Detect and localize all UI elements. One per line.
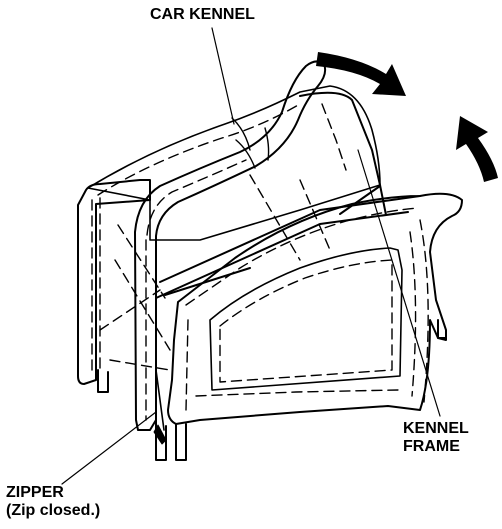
leader-line-zipper — [61, 411, 157, 485]
leader-line-kennel-frame — [357, 149, 441, 417]
label-car-kennel: CAR KENNEL — [150, 6, 255, 23]
kennel-top-fabric — [87, 85, 381, 241]
frame-loop — [134, 60, 327, 431]
label-zipper: ZIPPER (Zip closed.) — [6, 484, 101, 519]
kennel-legs — [97, 319, 447, 461]
zipper — [153, 369, 167, 445]
leader-line-car-kennel — [211, 27, 235, 125]
rotation-arrow-lower-icon — [456, 116, 498, 182]
rotation-arrow-upper-icon — [316, 52, 406, 96]
frame-rods — [99, 174, 421, 371]
front-mesh-window — [209, 247, 403, 391]
label-kennel-frame: KENNEL FRAME — [403, 420, 469, 455]
